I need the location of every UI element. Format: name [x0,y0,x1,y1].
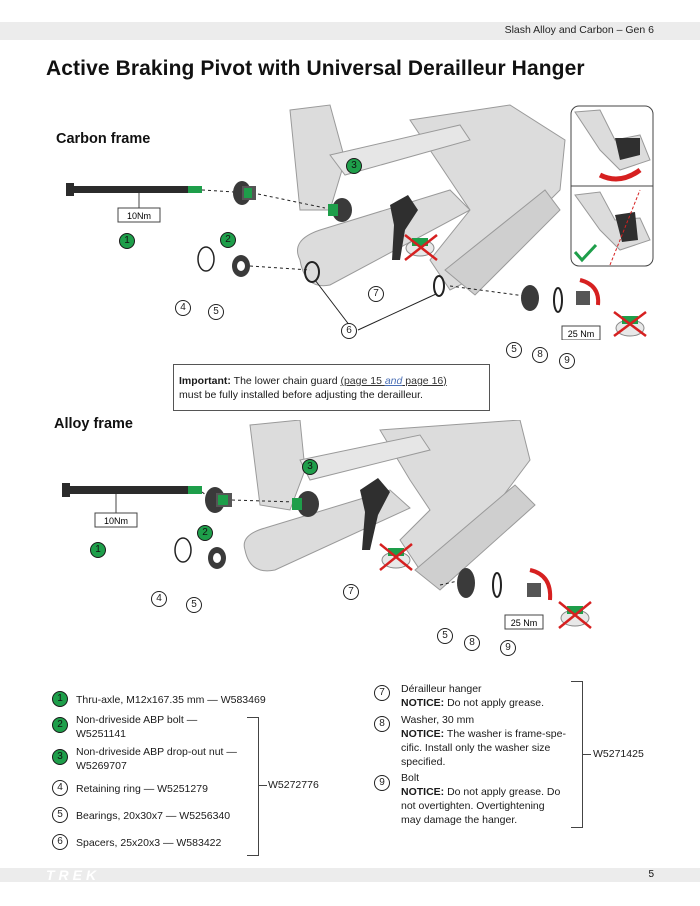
carbon-frame-illustration [289,104,566,296]
alloy-washer [492,572,502,598]
carbon-no-grease-icon-1 [404,234,438,261]
carbon-retaining-ring [197,246,215,272]
alloy-callout-5b: 5 [437,628,453,644]
carbon-torque-bolt-label: 25 Nm [568,329,595,339]
page-title: Active Braking Pivot with Universal Dera… [46,57,585,80]
important-lead: Important: [179,375,231,387]
left-bracket-label: W5272776 [268,779,319,791]
alloy-callout-4: 4 [151,591,167,607]
alloy-callout-8: 8 [464,635,480,651]
legend-badge-8: 8 [374,716,390,732]
carbon-callout-9: 9 [559,353,575,369]
legend-item-6: Spacers, 25x20x3 — W583422 [76,837,222,849]
carbon-callout-1: 1 [119,233,135,249]
right-bracket [571,681,583,828]
header-title: Slash Alloy and Carbon – Gen 6 [504,24,654,36]
carbon-callout-3: 3 [346,158,362,174]
alloy-torque-axle-label: 10Nm [104,516,128,526]
alloy-dropout-nut [292,491,319,517]
carbon-callout-2: 2 [220,232,236,248]
carbon-callout-4: 4 [175,300,191,316]
alloy-callout-2: 2 [197,525,213,541]
carbon-thru-axle [66,183,202,196]
carbon-spacer [304,261,320,283]
legend-badge-9: 9 [374,775,390,791]
important-ref-close[interactable]: page 16) [402,375,447,387]
important-note: Important: The lower chain guard (page 1… [173,364,490,411]
alloy-retaining-ring [174,537,192,563]
alloy-derailleur-hanger [360,478,390,550]
important-text1: The lower chain guard [230,375,341,387]
alloy-frame-label: Alloy frame [54,416,133,432]
legend-item-2: Non-driveside ABP bolt —W5251141 [76,714,198,740]
legend-badge-6: 6 [52,834,68,850]
carbon-frame-label: Carbon frame [56,131,151,147]
carbon-inset-diagram [570,105,654,267]
carbon-spacer-right [433,275,445,297]
important-ref-open[interactable]: (page 15 [340,375,385,387]
legend-item-5: Bearings, 20x30x7 — W5256340 [76,810,231,822]
alloy-callout-1: 1 [90,542,106,558]
legend-item-3: Non-driveside ABP drop-out nut —W5269707 [76,746,237,772]
carbon-no-grease-icon-2 [613,311,647,337]
alloy-callout-3: 3 [302,459,318,475]
carbon-torque-axle-label: 10Nm [127,211,151,221]
footer-bar: TREK 5 [0,868,700,882]
carbon-callout-6: 6 [341,323,357,339]
important-text2: must be fully installed before adjusting… [179,389,423,401]
right-bracket-tick [583,754,591,755]
alloy-no-grease-icon-2 [558,601,592,629]
carbon-callout-8: 8 [532,347,548,363]
alloy-bearing-right [457,568,475,598]
right-bracket-label: W5271425 [593,748,644,760]
alloy-callout-9: 9 [500,640,516,656]
header-bar: Slash Alloy and Carbon – Gen 6 [0,22,700,40]
carbon-callout-5: 5 [208,304,224,320]
important-ref-and: and [384,375,403,387]
alloy-callout-7: 7 [343,584,359,600]
legend-item-4: Retaining ring — W5251279 [76,783,208,795]
alloy-bolt [527,583,541,597]
legend-item-1: Thru-axle, M12x167.35 mm — W583469 [76,694,266,706]
carbon-callout-5b: 5 [506,342,522,358]
carbon-bearing-right [521,285,539,311]
legend-badge-2: 2 [52,717,68,733]
carbon-derailleur-hanger [390,195,418,260]
alloy-frame-diagram: 10Nm 25 Nm [62,420,592,630]
left-bracket-tick [259,785,267,786]
carbon-callout-7: 7 [368,286,384,302]
alloy-abp-bolt [205,487,232,513]
legend-badge-3: 3 [52,749,68,765]
carbon-frame-diagram: 10Nm 25 Nm [66,104,654,340]
legend-badge-1: 1 [52,691,68,707]
legend-badge-5: 5 [52,807,68,823]
left-bracket [247,717,259,856]
carbon-bolt [576,291,590,305]
alloy-thru-axle [62,483,202,497]
alloy-no-grease-icon-1 [379,543,413,571]
alloy-torque-bolt-label: 25 Nm [511,618,538,628]
legend-badge-4: 4 [52,780,68,796]
carbon-abp-bolt [233,181,256,205]
alloy-callout-5: 5 [186,597,202,613]
page-number: 5 [648,869,654,880]
carbon-dropout-nut [328,198,352,222]
legend-badge-7: 7 [374,685,390,701]
trek-logo: TREK [46,867,101,883]
carbon-washer [553,287,563,313]
